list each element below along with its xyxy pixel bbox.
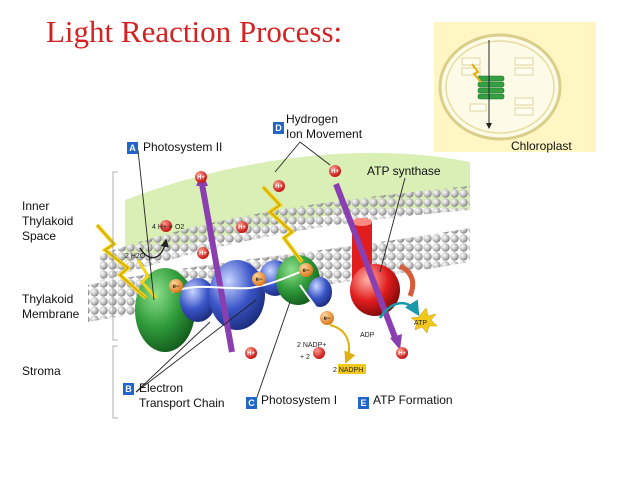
electron-markers: [169, 263, 334, 325]
photosystem-ii-blue: [180, 278, 216, 322]
stroma-label: Stroma: [22, 364, 61, 378]
electron-text: e−: [303, 268, 310, 274]
membrane-bracket: [112, 271, 118, 341]
photosystem-i-label: Photosystem I: [261, 393, 338, 407]
ps2-pointer: [137, 149, 155, 301]
photosystem-ii-label: Photosystem II: [143, 140, 223, 154]
proton-9: [313, 347, 325, 359]
proton-3: [329, 165, 341, 177]
atp-star: [410, 307, 438, 334]
membrane-upper-leaflet: [100, 186, 470, 282]
granum-stack: [477, 75, 505, 100]
nadph-text: 2 NADPH: [333, 367, 363, 374]
badge-d: D: [273, 122, 284, 134]
light-bolt-2: [136, 259, 158, 299]
electron-3: [299, 263, 313, 277]
proton-2: [273, 180, 285, 192]
proton-text: H+: [197, 175, 205, 181]
atp-text: ATP: [414, 320, 427, 327]
atp-synthase-pointer: [379, 177, 406, 273]
atp-formation-label: ATP Formation: [373, 393, 453, 407]
inner-space-bracket: [112, 171, 118, 269]
electron-flow-path: [171, 271, 301, 293]
proton-7: [245, 347, 257, 359]
proton-channel-synthase: [333, 182, 399, 342]
proton-markers: [160, 165, 408, 359]
proton-text: H+: [331, 169, 339, 175]
badge-c: C: [246, 397, 257, 409]
ps1-pointer: [255, 301, 291, 401]
water-split-arrow: [139, 238, 169, 259]
electron-text: e−: [173, 284, 180, 290]
etc-pointer-1: [135, 299, 257, 393]
nadp-text: 2 NADP+: [297, 342, 326, 349]
hydrogen-pointer-2: [299, 141, 331, 166]
proton-5: [197, 247, 209, 259]
proton-8: [396, 347, 408, 359]
proton-6: [160, 220, 172, 232]
atp-synthase-label: ATP synthase: [367, 164, 441, 178]
badge-b: B: [123, 383, 134, 395]
badge-a: A: [127, 142, 138, 154]
electron-transport-chain-label: Electron Transport Chain: [139, 381, 225, 410]
nadph-highlight: [338, 364, 366, 374]
proton-1: [195, 171, 207, 183]
stroma-bracket: [112, 345, 118, 419]
etc-pointer-2: [135, 321, 211, 393]
chloroplast-label: Chloroplast: [511, 139, 572, 153]
electron-text: e−: [256, 277, 263, 283]
proton-text: H+: [199, 251, 207, 257]
page-title: Light Reaction Process:: [46, 14, 343, 49]
atp-formation-arrow: [378, 299, 420, 319]
electron-text: e−: [324, 316, 331, 322]
proton-text: H+: [275, 184, 283, 190]
adp-text: ADP: [360, 332, 375, 339]
thylakoid-membrane-label: Thylakoid Membrane: [22, 292, 80, 321]
proton-text: H+: [247, 351, 255, 357]
water-text: 2 H2O: [125, 253, 146, 260]
proton-channel-ps2: [199, 183, 235, 353]
inset-light-bolt: [471, 63, 482, 83]
oxygen-text: 4 H+ + O2: [152, 224, 184, 231]
proton-text: H+: [238, 225, 246, 231]
photosystem-i-blue: [308, 277, 332, 307]
electron-2: [252, 272, 266, 286]
hydrogen-ion-movement-label: Hydrogen Ion Movement: [286, 112, 363, 141]
electron-4: [320, 311, 334, 325]
badge-e: E: [358, 397, 369, 409]
inner-thylakoid-space-label: Inner Thylakoid Space: [22, 199, 74, 243]
proton-4: [236, 221, 248, 233]
plus-h-text: + 2: [300, 354, 310, 361]
hydrogen-pointer-1: [274, 141, 301, 173]
nadp-reduction-arrow: [329, 324, 356, 364]
proton-text: H+: [398, 351, 406, 357]
electron-1: [169, 279, 183, 293]
